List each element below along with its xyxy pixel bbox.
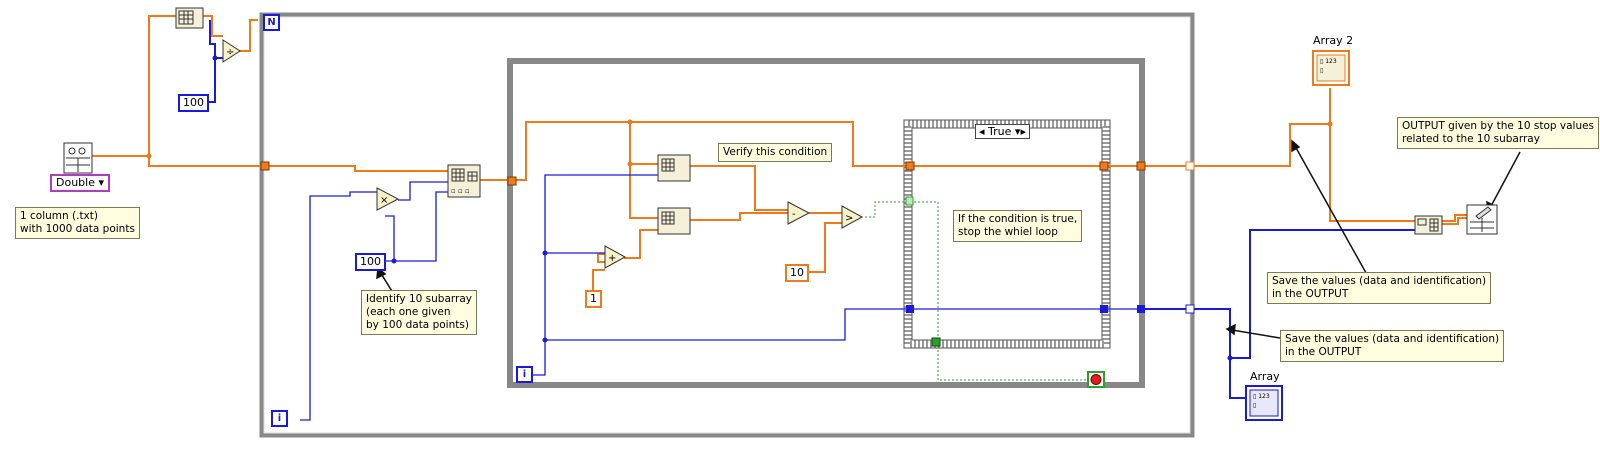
array-label: Array bbox=[1250, 370, 1280, 383]
build-array-icon[interactable] bbox=[1414, 215, 1443, 235]
read-spreadsheet-file-icon[interactable] bbox=[63, 142, 93, 174]
greater-than-operator[interactable]: > bbox=[841, 205, 864, 229]
svg-text:-: - bbox=[792, 209, 796, 220]
constant-10[interactable]: 10 bbox=[785, 264, 809, 282]
type-dropdown[interactable]: Double ▾ bbox=[50, 174, 111, 192]
svg-text:▯: ▯ bbox=[1320, 67, 1323, 74]
blue-thin-wires bbox=[300, 174, 1140, 421]
case-structure-frame[interactable] bbox=[903, 119, 1111, 349]
array-size-icon[interactable] bbox=[175, 7, 204, 29]
svg-text:>: > bbox=[845, 213, 853, 224]
loop-count-terminal[interactable]: N bbox=[263, 14, 280, 31]
comment-if-condition-true: If the condition is true, stop the whiel… bbox=[953, 210, 1083, 242]
orange-wires bbox=[92, 15, 1467, 298]
tunnels bbox=[260, 161, 1195, 347]
svg-text:▯ 123: ▯ 123 bbox=[1253, 393, 1270, 400]
array-2-indicator[interactable]: ▯ 123 ▯ bbox=[1312, 50, 1350, 86]
constant-1[interactable]: 1 bbox=[585, 290, 602, 308]
constant-100-top[interactable]: 100 bbox=[178, 94, 209, 112]
svg-text:▫ ▫ ▫: ▫ ▫ ▫ bbox=[451, 187, 470, 195]
blue-junctions bbox=[212, 55, 1233, 361]
divide-operator[interactable]: ÷ bbox=[222, 39, 241, 63]
constant-100-middle[interactable]: 100 bbox=[355, 253, 386, 271]
subtract-operator[interactable]: - bbox=[787, 201, 811, 225]
for-loop-frame[interactable] bbox=[259, 12, 1195, 438]
svg-text:×: × bbox=[380, 195, 388, 206]
index-array-icon-1[interactable] bbox=[657, 154, 691, 182]
orange-junctions bbox=[146, 119, 1333, 167]
write-spreadsheet-file-icon[interactable] bbox=[1466, 204, 1498, 235]
case-next-icon[interactable]: ▸ bbox=[1020, 125, 1026, 138]
case-prev-icon[interactable]: ◂ bbox=[979, 125, 985, 138]
comment-identify-subarray: Identify 10 subarray (each one given by … bbox=[361, 290, 477, 335]
case-selector-label: True bbox=[988, 125, 1012, 138]
array-subset-icon[interactable]: ▫ ▫ ▫ bbox=[447, 164, 481, 198]
chevron-down-icon: ▾ bbox=[98, 176, 105, 189]
add-operator[interactable]: + bbox=[604, 245, 627, 269]
inner-iteration-terminal: i bbox=[516, 366, 533, 383]
comment-output: OUTPUT given by the 10 stop values relat… bbox=[1397, 117, 1600, 149]
svg-text:÷: ÷ bbox=[226, 47, 234, 58]
outer-iteration-terminal: i bbox=[271, 410, 288, 427]
svg-text:+: + bbox=[608, 253, 616, 264]
comment-save-values-1: Save the values (data and identification… bbox=[1267, 272, 1492, 304]
svg-text:▯ 123: ▯ 123 bbox=[1320, 58, 1337, 65]
stop-condition-icon[interactable] bbox=[1087, 371, 1105, 388]
array-indicator[interactable]: ▯ 123 ▯ bbox=[1245, 385, 1283, 421]
case-selector[interactable]: ◂ True ▾▸ bbox=[975, 124, 1030, 139]
chevron-down-icon[interactable]: ▾ bbox=[1014, 125, 1021, 138]
comment-save-values-2: Save the values (data and identification… bbox=[1280, 330, 1505, 362]
type-dropdown-label: Double bbox=[56, 176, 95, 189]
comment-verify-condition: Verify this condition bbox=[718, 143, 833, 162]
index-array-icon-2[interactable] bbox=[657, 207, 691, 235]
array-2-label: Array 2 bbox=[1313, 34, 1354, 47]
svg-text:▯: ▯ bbox=[1253, 402, 1256, 409]
multiply-operator[interactable]: × bbox=[376, 187, 400, 211]
comment-input-file: 1 column (.txt) with 1000 data points bbox=[15, 207, 140, 239]
while-loop-frame[interactable] bbox=[507, 58, 1145, 388]
